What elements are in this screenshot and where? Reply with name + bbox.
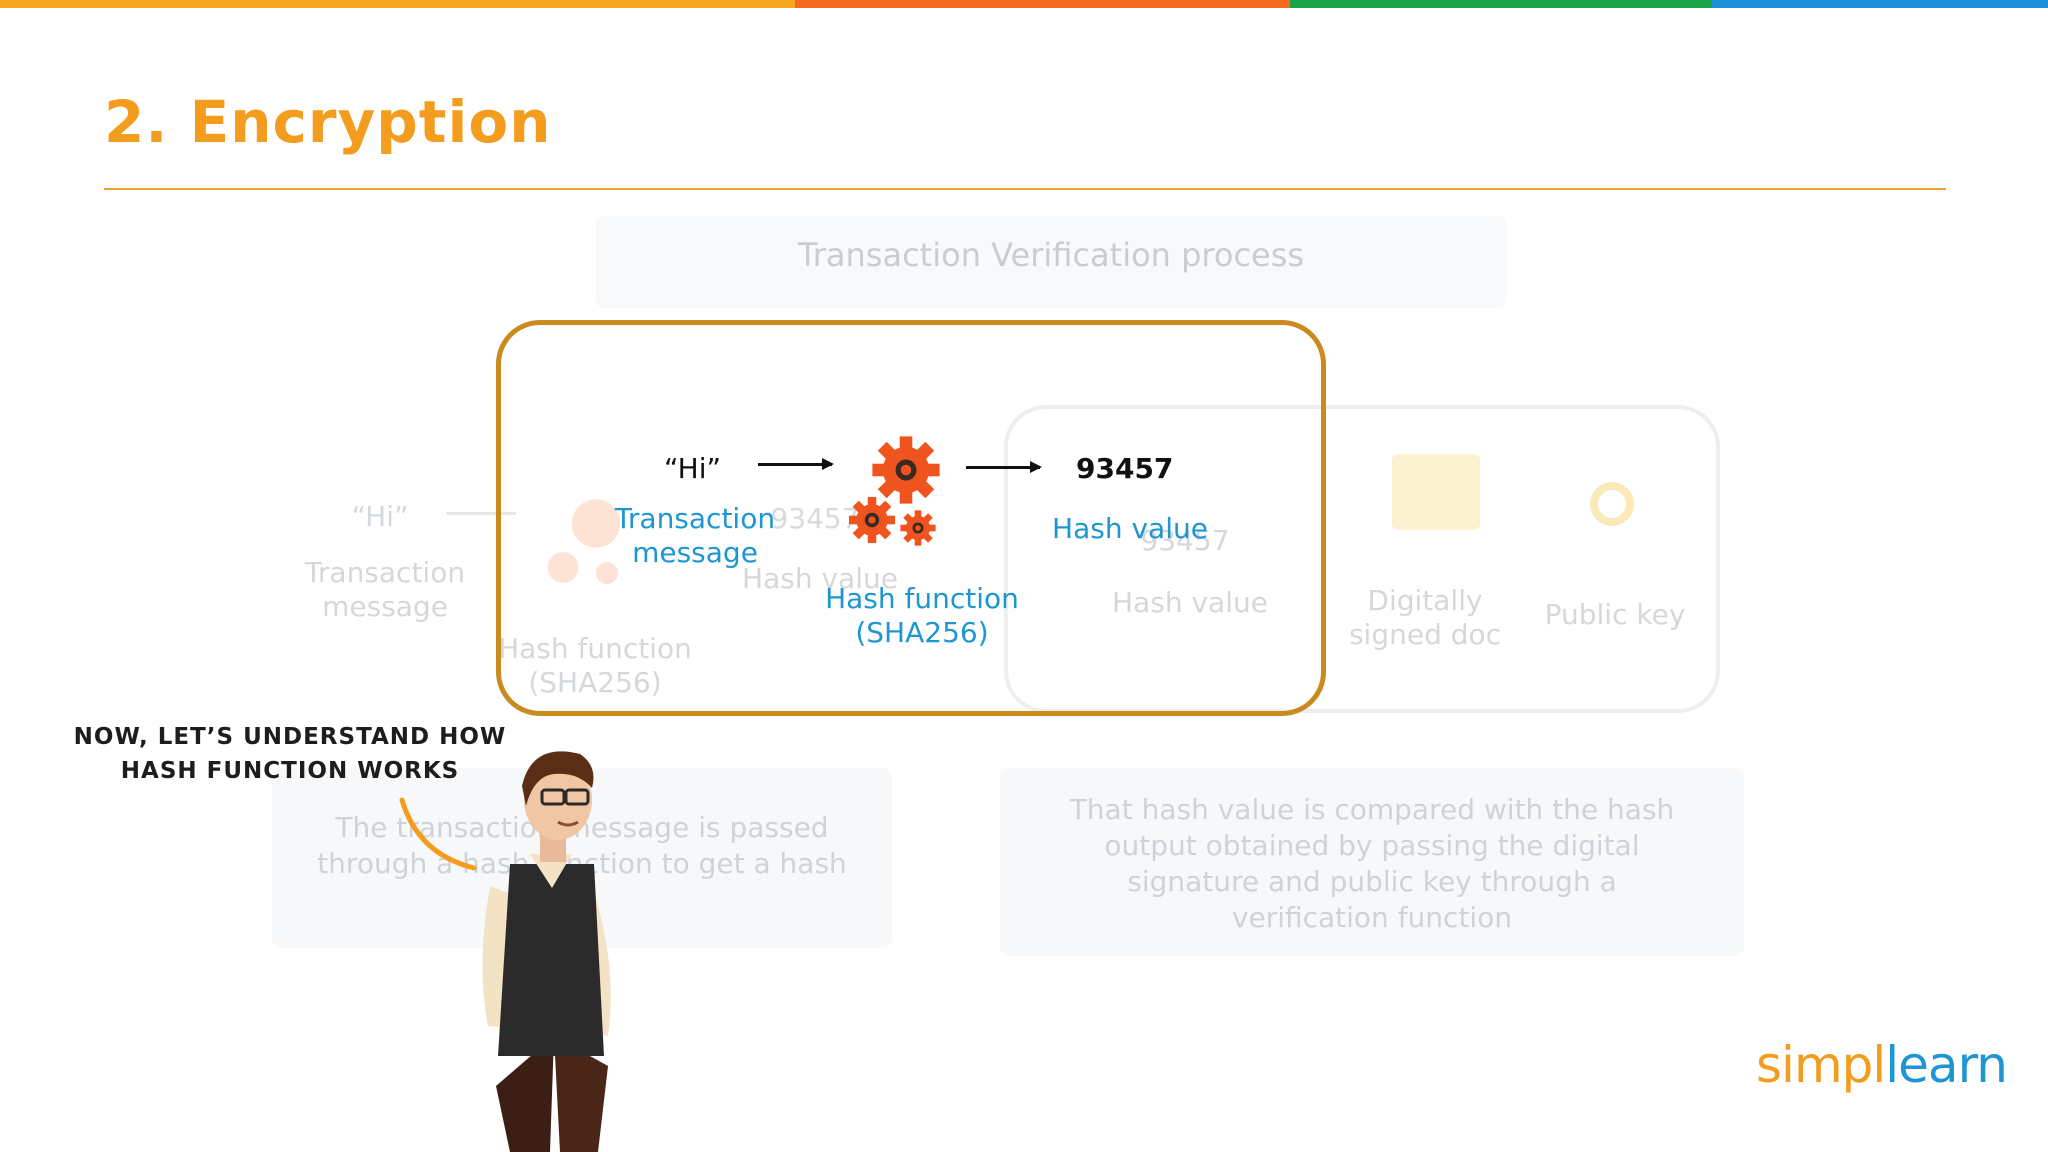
- caption-right-box: [1000, 768, 1744, 956]
- focus-hash-value-label: Hash value: [1052, 512, 1208, 545]
- strip-red: [795, 0, 1290, 8]
- slide-title: 2. Encryption: [104, 88, 552, 156]
- bg-hash-value-label: Hash value: [742, 562, 898, 595]
- key-icon: [1590, 482, 1634, 526]
- focus-message: “Hi”: [664, 452, 721, 485]
- process-title: Transaction Verification process: [797, 236, 1305, 274]
- caption-right: That hash value is compared with the has…: [1069, 793, 1675, 934]
- top-color-strip: [0, 0, 2048, 8]
- process-title-box: [596, 216, 1506, 308]
- bg-signed-doc-label: Digitally signed doc: [1348, 584, 1502, 651]
- bg-message: “Hi”: [351, 500, 409, 533]
- gear-icon: [848, 436, 940, 546]
- bg-public-key-label: Public key: [1544, 598, 1686, 631]
- bg-gear-icon: [547, 499, 621, 584]
- simplilearn-logo: simpllearn: [1756, 1036, 2008, 1094]
- bg-message-label: Transaction message: [304, 556, 466, 623]
- strip-green: [1290, 0, 1712, 8]
- title-divider: [104, 188, 1946, 190]
- bg-hash-value-number: 93457: [770, 502, 860, 535]
- speech-pointer: [399, 797, 477, 871]
- focus-message-label: Transaction message: [614, 502, 776, 569]
- logo-part-2: learn: [1885, 1036, 2008, 1094]
- arrow-hash-to-value: [966, 461, 1042, 473]
- hash-function-highlight-box: [496, 320, 1326, 716]
- focus-hash-function-label: Hash function (SHA256): [825, 582, 1019, 649]
- bg-hash-function-label: Hash function (SHA256): [498, 632, 692, 699]
- bg-arrow: [446, 512, 516, 515]
- focus-hash-value-number: 93457: [1076, 452, 1174, 485]
- bg-hash-value-number-2: 93457: [1140, 524, 1230, 557]
- arrow-message-to-hash: [758, 458, 834, 470]
- verification-outline-box: [1004, 405, 1720, 713]
- narrator-character: [482, 751, 611, 1152]
- document-icon: [1392, 454, 1480, 530]
- narrator-speech: NOW, LET’S UNDERSTAND HOW HASH FUNCTION …: [73, 724, 507, 784]
- strip-blue: [1712, 0, 2048, 8]
- logo-part-1: simpl: [1756, 1036, 1886, 1094]
- bg-hash-value-label-2: Hash value: [1112, 586, 1268, 619]
- strip-orange: [0, 0, 795, 8]
